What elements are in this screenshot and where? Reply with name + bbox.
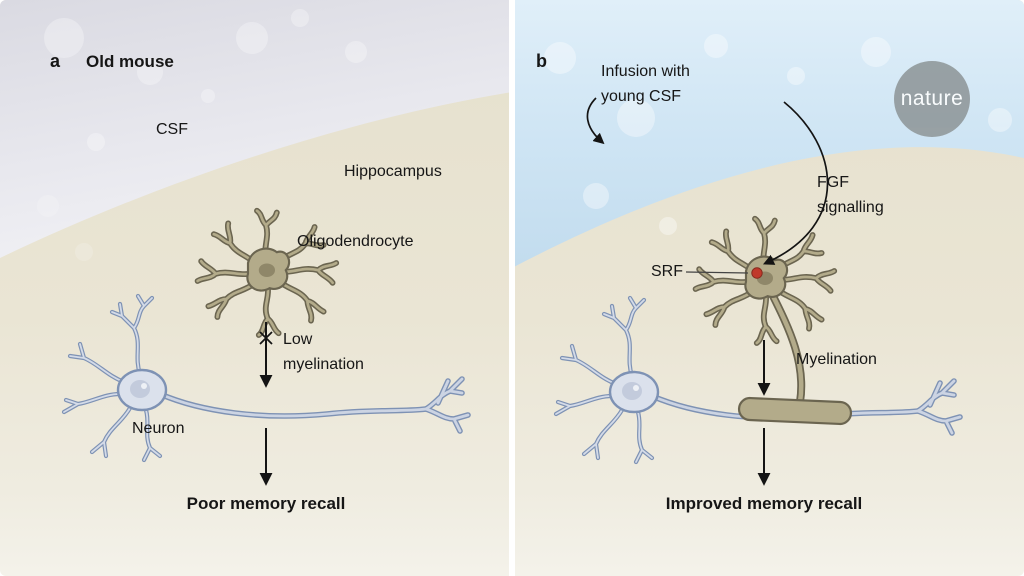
csf-label-a: CSF [156,121,188,138]
infusion-label: Infusion with young CSF [601,59,690,109]
panel-b-letter: b [536,51,547,71]
myelin-sheath [737,396,853,426]
panel-a-letter: a [50,51,61,71]
low-myelination-line1: Low [283,331,313,348]
infusion-line1: Infusion with [601,63,690,80]
low-myelination-line2: myelination [283,356,364,373]
neuron-label: Neuron [132,420,185,437]
panel-a-title: Old mouse [86,52,174,71]
hippocampus-label: Hippocampus [344,163,442,180]
oligodendrocyte-label: Oligodendrocyte [297,233,414,250]
csf-bubbles-a [44,9,367,151]
inhibition-cross-icon [259,331,273,345]
fgf-signalling-label: FGF signalling [817,170,884,220]
csf-bubbles-b [544,34,1012,235]
fgf-line2: signalling [817,199,884,216]
fgf-line1: FGF [817,174,849,191]
panel-a-background [0,0,512,576]
oligodendrocyte-process [769,291,804,405]
infusion-line2: young CSF [601,88,682,105]
csf-region-b [512,0,1024,268]
nature-logo-text: nature [900,87,964,110]
srf-label: SRF [651,263,683,280]
csf-region-a [0,0,512,258]
srf-pointer-line [685,271,749,274]
nature-logo: nature [894,61,970,137]
low-myelination-label: Low myelination [283,327,364,377]
srf-dot [751,267,763,279]
arrow-fgf-signalling [762,101,829,265]
tissue-bubbles-a [37,195,93,261]
outcome-b: Improved memory recall [665,494,863,513]
myelination-label: Myelination [796,351,877,368]
outcome-a: Poor memory recall [186,494,346,513]
arrow-infusion [586,97,605,145]
panel-divider [509,0,515,576]
